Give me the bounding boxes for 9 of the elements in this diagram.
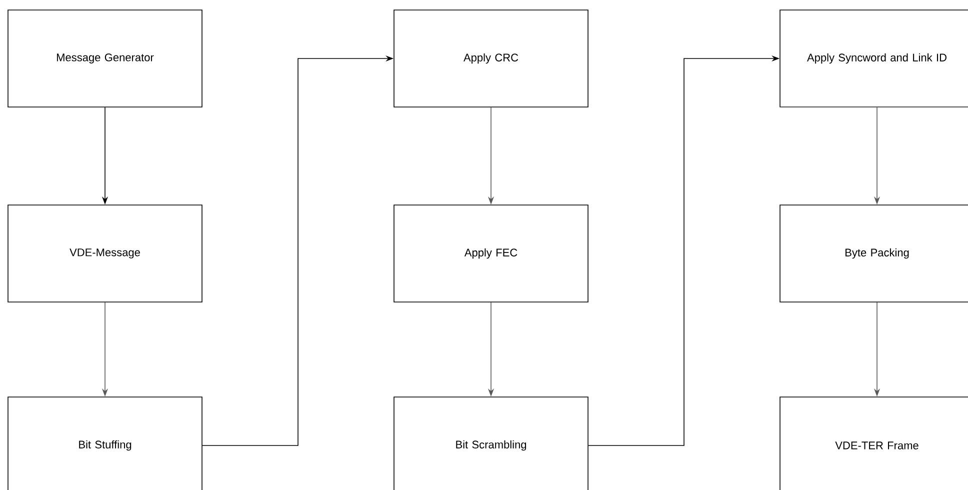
- process-box: Apply FEC: [394, 204, 588, 302]
- process-box: Message Generator: [8, 10, 202, 108]
- process-box: VDE-Message: [8, 204, 202, 302]
- process-box: Byte Packing: [780, 204, 968, 302]
- process-box: Bit Stuffing: [8, 396, 202, 490]
- process-box: Bit Scrambling: [394, 396, 588, 490]
- process-box: Apply Syncword and Link ID: [780, 10, 968, 108]
- process-box: Apply CRC: [394, 10, 588, 108]
- process-box: VDE-TER Frame: [780, 396, 968, 490]
